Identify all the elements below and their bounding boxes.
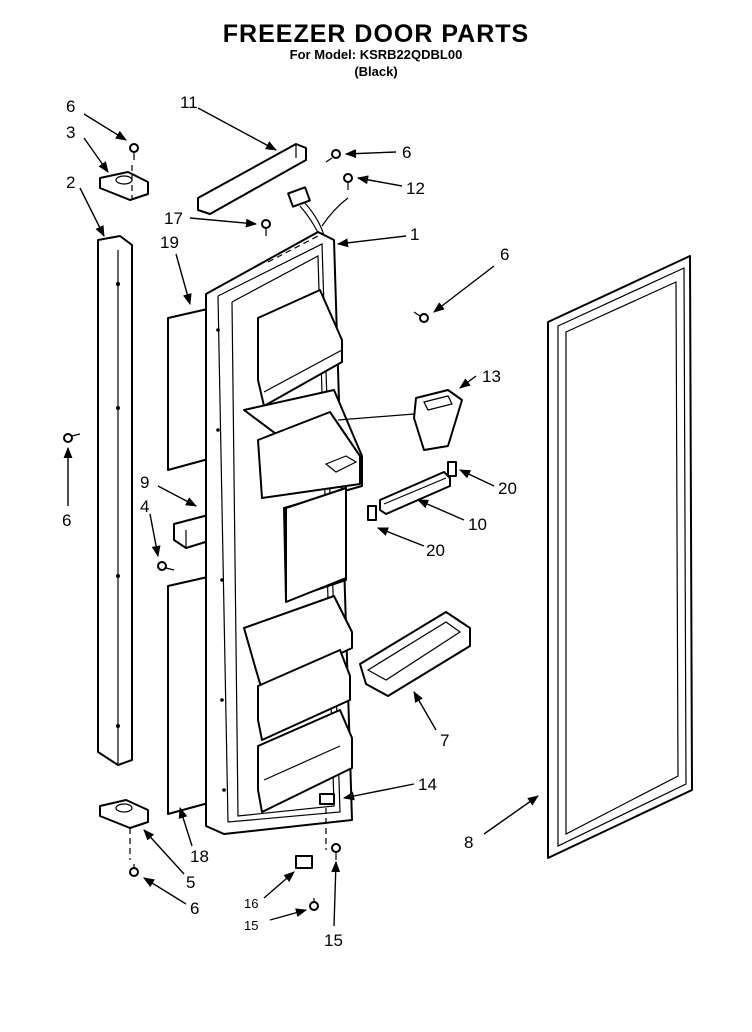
callout-4: 4 <box>140 497 149 516</box>
part-11-top-trim <box>197 143 307 215</box>
callout-9: 9 <box>140 473 149 492</box>
callout-6: 6 <box>190 899 199 918</box>
callout-1: 1 <box>410 225 419 244</box>
callout-16: 16 <box>244 896 258 911</box>
callout-8: 8 <box>464 833 473 852</box>
part-14-cam <box>319 793 335 805</box>
callout-2: 2 <box>66 173 75 192</box>
callout-13: 13 <box>482 367 501 386</box>
part-12-wire-harness <box>287 186 349 239</box>
callout-20: 20 <box>498 479 517 498</box>
screws <box>63 143 429 911</box>
part-13-dispenser-chute <box>337 389 463 451</box>
callout-15: 15 <box>324 931 343 950</box>
leader-lines <box>63 107 539 927</box>
callout-18: 18 <box>190 847 209 866</box>
callout-20: 20 <box>426 541 445 560</box>
part-20-clip-lower <box>367 505 377 521</box>
callout-3: 3 <box>66 123 75 142</box>
callout-labels: 6 3 2 11 6 12 17 19 1 6 13 20 10 20 9 4 … <box>62 93 517 950</box>
part-16-stop <box>295 808 327 869</box>
callout-6: 6 <box>62 511 71 530</box>
callout-17: 17 <box>164 209 183 228</box>
callout-11: 11 <box>180 93 198 112</box>
callout-14: 14 <box>418 775 437 794</box>
part-20-clip-upper <box>447 461 457 477</box>
callout-6: 6 <box>66 97 75 116</box>
color-variant: (Black) <box>354 64 398 79</box>
callout-19: 19 <box>160 233 179 252</box>
part-7-door-bin <box>359 611 471 697</box>
part-1-door-liner <box>205 231 363 835</box>
part-10-lens-bar <box>379 471 451 515</box>
callout-5: 5 <box>186 873 195 892</box>
callout-10: 10 <box>468 515 487 534</box>
part-5-bottom-hinge <box>99 799 149 860</box>
part-3-top-hinge <box>99 165 149 201</box>
diagram-title: FREEZER DOOR PARTS <box>222 20 530 48</box>
model-number: For Model: KSRB22QDBL00 <box>289 47 463 62</box>
part-8-door-gasket <box>547 255 693 859</box>
callout-12: 12 <box>406 179 425 198</box>
callout-6: 6 <box>402 143 411 162</box>
part-2-trim-strip <box>97 235 133 766</box>
callout-15: 15 <box>244 918 258 933</box>
callout-6: 6 <box>500 245 509 264</box>
callout-7: 7 <box>440 731 449 750</box>
